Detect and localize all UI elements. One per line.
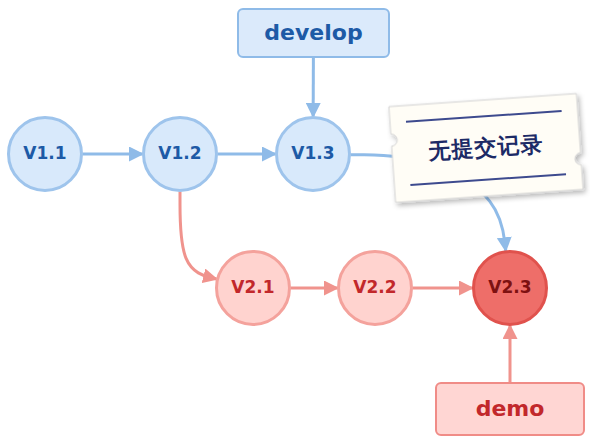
note-ticket: 无提交记录 [389,94,583,203]
branch-name: develop [264,20,362,45]
branch-arrow [83,153,143,156]
commit-circle: V1.1 [7,116,83,192]
circle-shape [144,118,217,191]
commit-circle: V2.1 [215,250,291,326]
branch-arrow [218,153,276,156]
text-holder: V1.1 [7,116,83,192]
commit-circle: V2.2 [337,250,413,326]
version-label: V2.3 [488,278,531,298]
version-label: V1.3 [291,144,334,164]
note-rule [406,111,562,122]
branch-name: demo [476,396,545,421]
version-label: V2.2 [353,278,396,298]
text-holder: V1.2 [142,116,218,192]
text-holder: 无提交记录 [389,94,583,203]
circle-shape [9,118,82,191]
branch-arrow [180,192,217,280]
branch-arrow [312,58,315,117]
text-holder: V2.3 [472,250,548,326]
note-text: 无提交记录 [428,131,544,164]
text-holder: V2.2 [337,250,413,326]
branch-label: demo [435,382,585,436]
branch-arrow [413,287,473,290]
text-holder: V1.3 [275,116,351,192]
branch-label: develop [237,8,390,58]
version-label: V1.2 [158,144,201,164]
circle-shape [474,252,547,325]
branch-arrow [291,287,338,290]
version-label: V1.1 [23,144,66,164]
commit-circle: V2.3 [472,250,548,326]
note-rule [410,174,566,185]
text-holder: develop [239,10,388,56]
circle-shape [339,252,412,325]
text-holder: V2.1 [215,250,291,326]
commit-circle: V1.2 [142,116,218,192]
version-label: V2.1 [231,278,274,298]
branch-arrow [509,326,512,383]
commit-circle: V1.3 [275,116,351,192]
text-holder: demo [437,384,583,434]
note-paper [389,94,583,203]
circle-shape [217,252,290,325]
circle-shape [277,118,350,191]
